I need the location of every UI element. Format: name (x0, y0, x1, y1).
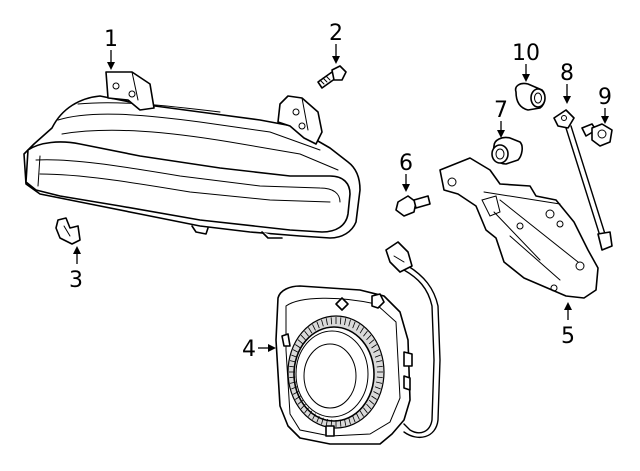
arrow-3 (73, 246, 81, 254)
headlamp-assembly (23, 71, 361, 239)
bezel-knurl-mark (330, 317, 333, 325)
bezel-knurl-mark (304, 407, 309, 414)
bezel-knurl-mark (376, 360, 383, 363)
arrow-7 (497, 130, 505, 138)
fog-lamp (275, 285, 413, 445)
bezel-knurl-mark (376, 365, 383, 368)
bezel-knurl-mark (352, 415, 356, 423)
bezel-knurl-mark (366, 403, 372, 410)
bezel-knurl-mark (374, 386, 381, 390)
bezel-knurl-mark (371, 344, 377, 349)
callout-8: 8 (560, 61, 574, 86)
bezel-knurl-mark (289, 360, 296, 363)
callout-7: 7 (494, 98, 508, 123)
bezel-knurl-mark (297, 399, 304, 405)
bezel-knurl-mark (339, 419, 342, 427)
callout-6: 6 (399, 151, 413, 176)
bezel-knurl-mark (289, 365, 296, 368)
bezel-knurl-mark (316, 321, 320, 329)
bezel-knurl-mark (300, 334, 306, 341)
bezel-knurl-mark (321, 319, 324, 327)
arrow-6 (402, 184, 410, 192)
bezel-knurl-mark (348, 319, 351, 327)
bezel-knurl-mark (321, 417, 324, 425)
arrow-2 (332, 56, 340, 64)
bezel-knurl-mark (368, 339, 375, 345)
bezel-knurl-mark (289, 376, 296, 379)
bezel-knurl-mark (297, 339, 304, 345)
bezel-knurl-mark (291, 354, 298, 358)
callout-9: 9 (598, 85, 612, 110)
bezel-knurl-mark (363, 407, 368, 414)
bezel-knurl-mark (300, 403, 306, 410)
bezel-knurl-mark (292, 349, 299, 353)
bezel-knurl-mark (344, 318, 347, 326)
bezel-knurl-mark (356, 324, 360, 331)
bezel-knurl-mark (368, 399, 375, 405)
bezel-knurl-mark (366, 334, 372, 341)
arrow-5 (564, 302, 572, 310)
bolt (395, 195, 431, 217)
arrow-10 (522, 74, 530, 82)
bezel-knurl-mark (304, 330, 309, 337)
bezel-knurl-mark (376, 381, 383, 384)
callout-3: 3 (69, 268, 83, 293)
bezel-knurl-mark (359, 327, 364, 334)
bezel-knurl-mark (316, 415, 320, 423)
bezel-knurl-mark (344, 418, 347, 426)
arrow-4 (268, 344, 276, 352)
bezel-knurl-mark (339, 317, 342, 325)
bezel-knurl-mark (312, 324, 316, 331)
callout-10: 10 (512, 41, 540, 66)
bezel-knurl-mark (352, 321, 356, 329)
mounting-bracket (439, 157, 599, 299)
bezel-knurl-mark (363, 330, 368, 337)
bezel-knurl-mark (374, 354, 381, 358)
bezel-knurl-mark (295, 395, 301, 400)
bezel-knurl-mark (376, 376, 383, 379)
bezel-knurl-mark (291, 386, 298, 390)
bezel-knurl-mark (348, 417, 351, 425)
bezel-knurl-mark (359, 410, 364, 417)
clip (55, 217, 81, 245)
bezel-knurl-mark (308, 410, 313, 417)
support-rod (553, 109, 613, 251)
bezel-knurl-mark (308, 327, 313, 334)
bolt-9 (581, 123, 613, 147)
bushing (514, 82, 546, 111)
wire-harness (385, 241, 441, 439)
bezel-knurl-mark (373, 391, 380, 395)
arrow-9 (601, 116, 609, 124)
bezel-knurl-mark (325, 418, 328, 426)
screw (317, 65, 347, 89)
callout-2: 2 (329, 21, 343, 46)
callout-4: 4 (242, 337, 256, 362)
arrow-1 (107, 62, 115, 70)
callout-1: 1 (104, 27, 118, 52)
bezel-knurl-mark (289, 381, 296, 384)
arrow-8 (563, 96, 571, 104)
bezel-knurl-mark (292, 391, 299, 395)
grommet (491, 136, 523, 165)
bezel-knurl-mark (371, 395, 377, 400)
bezel-knurl-mark (325, 318, 328, 326)
callout-5: 5 (561, 324, 575, 349)
bezel-knurl-mark (373, 349, 380, 353)
bezel-knurl-mark (356, 413, 360, 420)
bezel-knurl-mark (295, 344, 301, 349)
bezel-knurl-mark (312, 413, 316, 420)
